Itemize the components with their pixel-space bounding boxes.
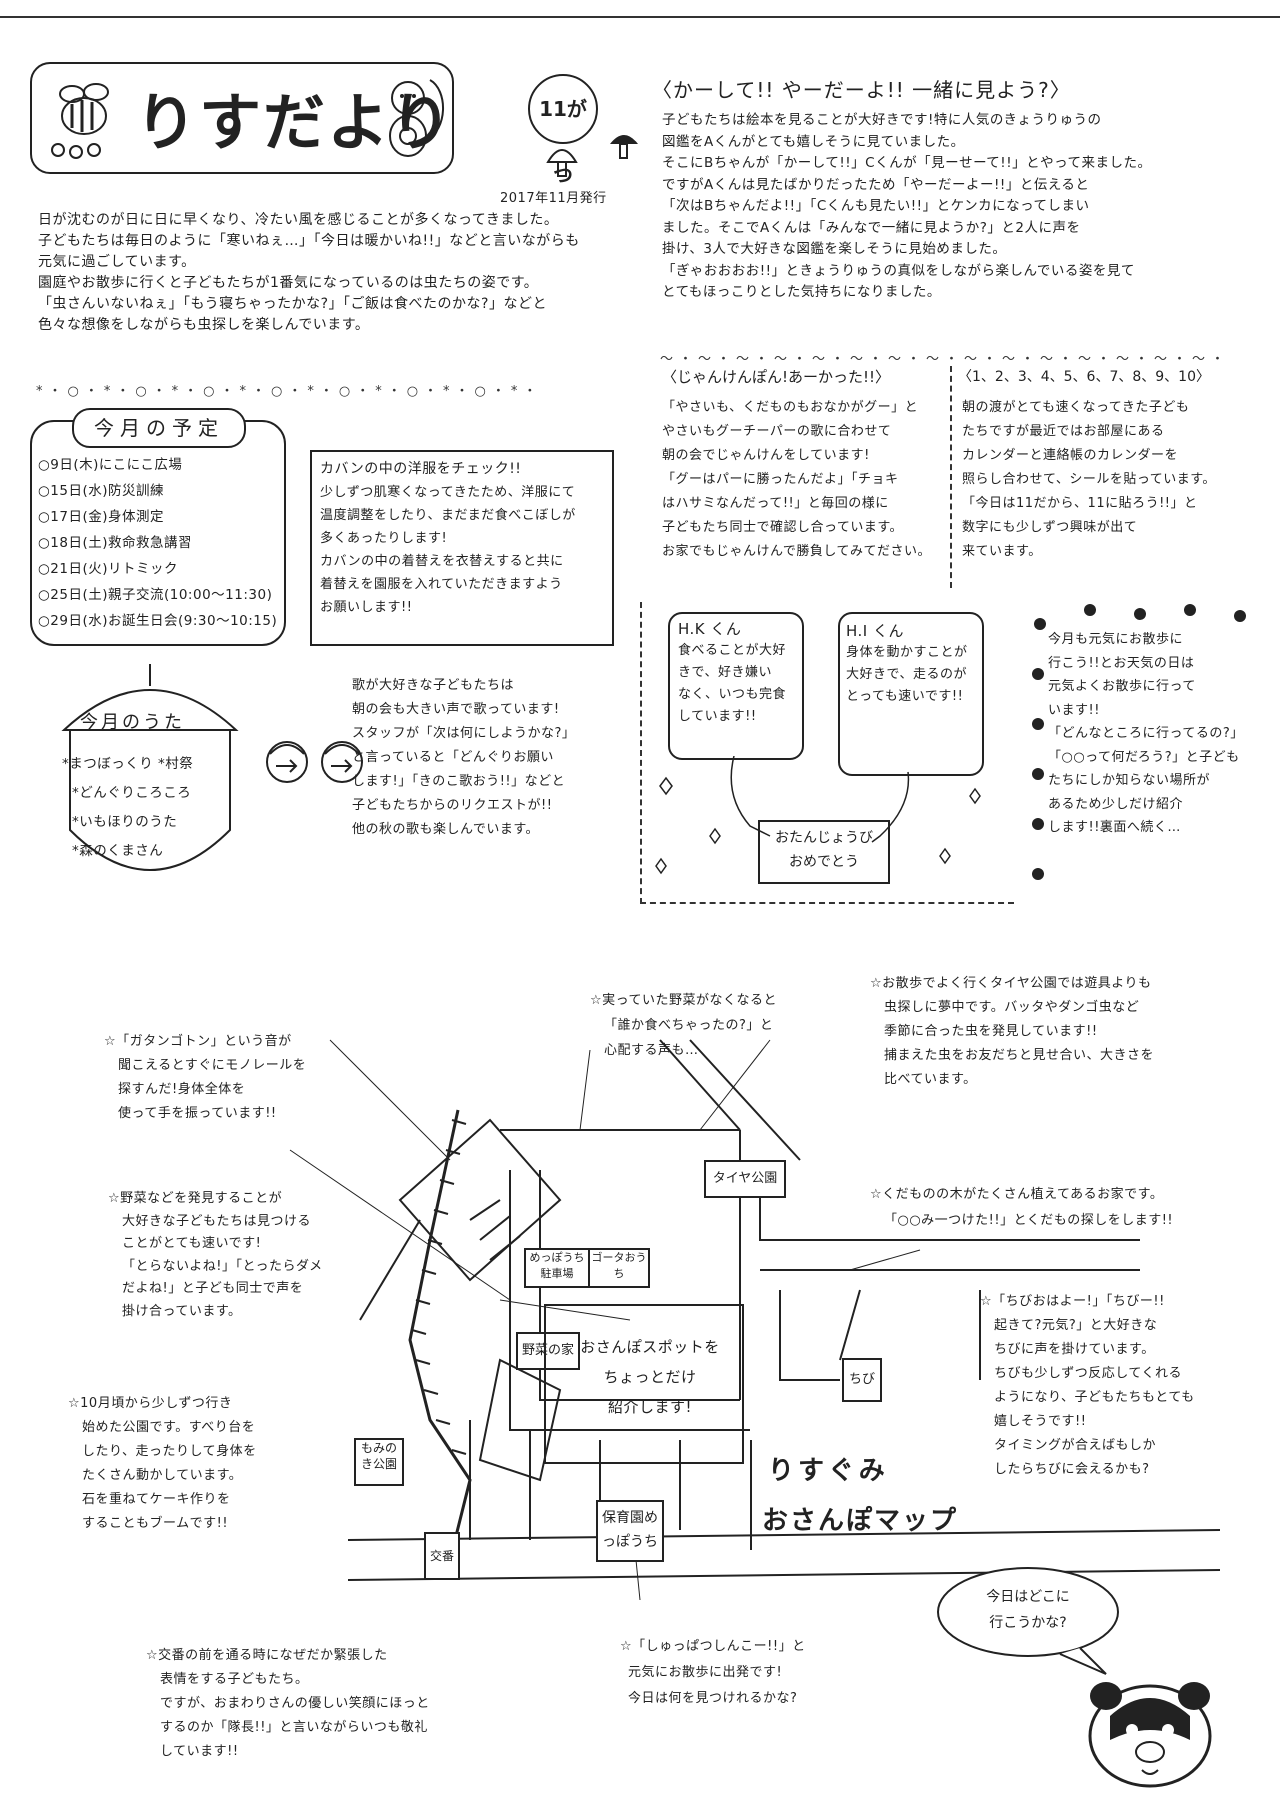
list-item: ○29日(水)お誕生日会(9:30〜10:15) <box>38 613 278 629</box>
squirrel-illustration-icon <box>389 79 444 157</box>
list-item: ○25日(土)親子交流(10:00〜11:30) <box>38 587 273 603</box>
balloon-strings-icon <box>655 756 981 875</box>
picture-book-text: 子どもたちは絵本を見ることが大好きです!特に人気のきょうりゅうの 図鑑をAくんが… <box>662 112 1152 300</box>
janken-title: 〈じゃんけんぽん!あーかった!!〉 <box>662 368 891 386</box>
map-chibi: ちび <box>842 1358 882 1402</box>
songs-description: 歌が大好きな子どもたちは 朝の会も大きい声で歌っています! スタッフが「次は何に… <box>352 678 576 837</box>
songs-title: 今月のうた <box>80 712 185 733</box>
map-gota-house: ゴータおうち <box>588 1248 650 1288</box>
top-rule <box>0 16 1280 18</box>
clothes-title: カバンの中の洋服をチェック!! <box>320 461 522 477</box>
wave-divider: 〜・〜・〜・〜・〜・〜・〜・〜・〜・〜・〜・〜・〜・〜・〜・ <box>660 352 1231 367</box>
clothes-box <box>310 450 614 646</box>
map-hoikuen: 保育園めっぽうち <box>596 1500 664 1562</box>
walk-note-text: 今月も元気にお散歩に 行こう!!とお天気の日は 元気よくお散歩に行って います!… <box>1048 632 1244 835</box>
map-momiji-park: もみのき公園 <box>354 1438 404 1486</box>
dots-decoration <box>1030 604 1246 908</box>
dotted-divider: *・○・*・○・*・○・*・○・*・○・*・○・*・○・*・ <box>36 384 543 399</box>
birthday-frame <box>640 602 1014 904</box>
mushroom-icon <box>546 149 578 177</box>
note-taiya: ☆お散歩でよく行くタイヤ公園では遊具よりも 虫探しに夢中です。バッタやダンゴ虫な… <box>870 976 1155 1087</box>
mushroom-small-icon <box>610 135 638 159</box>
note-koban: ☆交番の前を通る時になぜだか緊張した 表情をする子どもたち。 ですが、おまわりさ… <box>146 1648 430 1759</box>
balloon-kid-1 <box>668 612 804 760</box>
map-parking: めっぽうち駐車場 <box>524 1248 590 1288</box>
list-item: *いもほりのうた <box>72 814 178 830</box>
walk-map-lines <box>289 1039 1221 1600</box>
note-fruit: ☆くだものの木がたくさん植えてあるお家です。 「○○み一つけた!!」とくだもの探… <box>870 1187 1174 1228</box>
janken-text: 「やさいも、くだものもおなかがグー」と やさいもグーチーパーの歌に合わせて 朝の… <box>662 400 931 559</box>
list-item: ○9日(木)にこにこ広場 <box>38 457 183 473</box>
note-start: ☆「しゅっぱつしんこー!!」と 元気にお散歩に出発です! 今日は何を見つけれるか… <box>620 1639 806 1706</box>
map-koban: 交番 <box>424 1532 460 1580</box>
list-item: *まつぼっくり *村祭 <box>62 756 194 772</box>
list-item: ○21日(火)リトミック <box>38 561 178 577</box>
picture-book-title: 〈かーして!! やーだーよ!! 一緒に見よう?〉 <box>652 78 1071 102</box>
birthday-banner: おたんじょうび おめでとう <box>758 820 890 884</box>
speech-bubble-text: 今日はどこに 行こうかな? <box>986 1589 1070 1631</box>
issue-date: 2017年11月発行 <box>500 191 607 206</box>
speech-bubble-icon <box>937 1567 1119 1675</box>
bee-illustration-icon <box>51 83 109 159</box>
songs-list: *まつぼっくり *村祭 *どんぐりころころ *いもほりのうた *森のくまさん <box>62 750 252 866</box>
intro-text: 日が沈むのが日に日に早くなり、冷たい風を感じることが多くなってきました。 子ども… <box>38 212 580 333</box>
list-item: ○17日(金)身体測定 <box>38 509 164 525</box>
list-item: ○18日(土)救命救急講習 <box>38 535 192 551</box>
schedule-list: ○9日(木)にこにこ広場 ○15日(水)防災訓練 ○17日(金)身体測定 ○18… <box>38 452 278 634</box>
kid-1-name: H.K くん <box>678 620 742 638</box>
two-acorns-icon <box>266 741 363 783</box>
counting-text: 朝の渡がとても速くなってきた子ども たちですが最近ではお部屋にある カレンダーと… <box>962 400 1216 559</box>
map-center-label: おさんぽスポットを ちょっとだけ 紹介します! <box>580 1338 720 1416</box>
note-park: ☆10月頃から少しずつ行き 始めた公園です。すべり台を したり、走ったりして身体… <box>68 1396 257 1531</box>
clothes-text: カバンの中の洋服をチェック!! 少しずつ肌寒くなってきたため、洋服にて 温度調整… <box>320 458 610 619</box>
note-chibi: ☆「ちびおはよー!」「ちびー!! 起きて?元気?」と大好きな ちびに声を掛けてい… <box>980 1294 1195 1477</box>
note-train: ☆「ガタンゴトン」という音が 聞こえるとすぐにモノレールを 探すんだ!身体全体を… <box>104 1034 307 1121</box>
schedule-title: 今月の予定 <box>72 408 246 448</box>
map-taiya-park: タイヤ公園 <box>704 1160 786 1198</box>
column-divider <box>950 366 952 588</box>
map-title-line-1: りすぐみ <box>768 1456 889 1486</box>
map-center-block <box>544 1304 744 1464</box>
map-title-frame <box>750 1440 982 1550</box>
hamster-illustration-icon <box>1088 1682 1212 1788</box>
kid-2-name: H.I くん <box>846 622 904 640</box>
note-eaten: ☆実っていた野菜がなくなると 「誰か食べちゃったの?」と 心配する声も… <box>590 993 778 1058</box>
counting-title: 〈1、2、3、4、5、6、7、8、9、10〉 <box>958 369 1210 385</box>
map-title-line-2: おさんぽマップ <box>762 1506 959 1536</box>
title-frame <box>30 62 454 174</box>
note-vegetables: ☆野菜などを発見することが 大好きな子どもたちは見つける ことがとても速いです!… <box>108 1191 323 1319</box>
map-vegetable-house: 野菜の家 <box>516 1332 580 1370</box>
balloon-kid-2 <box>838 612 984 776</box>
issue-badge: 11がつ <box>528 74 598 187</box>
list-item: *どんぐりころころ <box>72 785 192 801</box>
list-item: ○15日(水)防災訓練 <box>38 483 164 499</box>
page-title: りすだより <box>135 86 454 159</box>
list-item: *森のくまさん <box>72 843 164 859</box>
acorn-frame-icon <box>61 664 239 871</box>
